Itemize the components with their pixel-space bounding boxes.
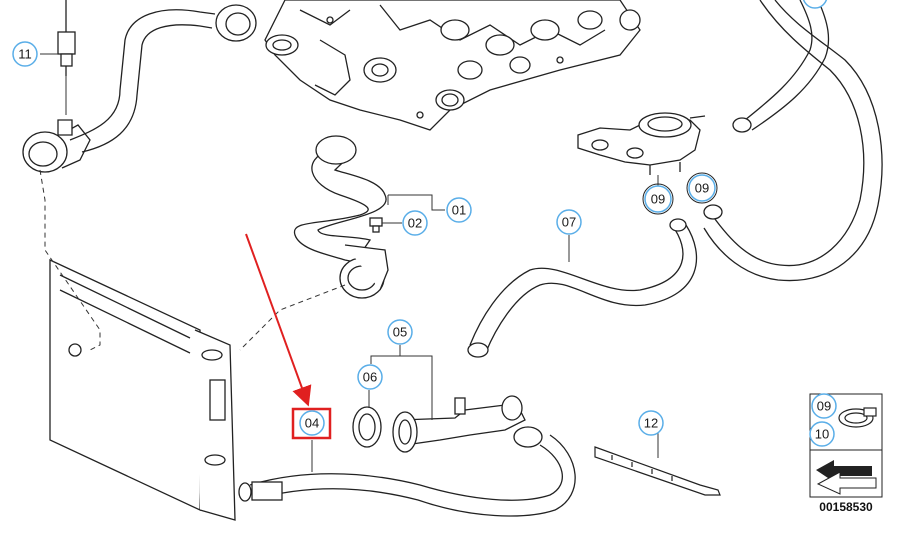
cable-tie-12: [594, 446, 721, 496]
radiator: [49, 258, 236, 521]
svg-text:10: 10: [815, 427, 829, 442]
callout-partial-top-right: [802, 0, 828, 9]
hose-clamp-icon: [838, 407, 877, 428]
svg-text:05: 05: [393, 325, 407, 340]
callout-10-legend[interactable]: 10: [809, 421, 835, 447]
highlight-box: [291, 407, 332, 440]
callout-09-right[interactable]: 09: [686, 172, 718, 204]
callout-09-left[interactable]: 09: [642, 183, 674, 215]
leader-lines: [39, 53, 659, 472]
svg-text:01: 01: [452, 203, 466, 218]
svg-text:11: 11: [18, 47, 32, 62]
callout-05[interactable]: 05: [387, 319, 413, 345]
engine-block: [264, 0, 641, 131]
legend-box: 09 10: [809, 393, 883, 498]
callout-01[interactable]: 01: [446, 197, 472, 223]
temperature-sensor: [57, 0, 76, 76]
svg-text:07: 07: [562, 215, 576, 230]
direction-arrow-icon: [816, 460, 877, 495]
callout-07[interactable]: 07: [556, 209, 582, 235]
bleed-screw-02: [369, 217, 383, 233]
o-ring-06: [352, 406, 382, 448]
callout-11[interactable]: 11: [12, 41, 38, 67]
svg-text:09: 09: [651, 192, 665, 207]
callout-06[interactable]: 06: [357, 364, 383, 390]
callout-12[interactable]: 12: [638, 410, 664, 436]
drawing-number: 00158530: [819, 500, 873, 514]
callout-09-legend[interactable]: 09: [811, 393, 837, 419]
expansion-tank-hose: [703, 0, 883, 282]
callout-02[interactable]: 02: [402, 210, 428, 236]
thermostat-housing: [577, 112, 706, 175]
svg-text:09: 09: [817, 399, 831, 414]
upper-radiator-hose: [22, 4, 257, 173]
coolant-hose-01: [293, 135, 389, 299]
svg-text:04: 04: [305, 416, 319, 431]
water-pipe-flange-05: [392, 395, 526, 453]
highlight-arrow: [245, 233, 312, 407]
callout-04[interactable]: 04: [291, 407, 332, 440]
svg-text:12: 12: [644, 416, 658, 431]
svg-text:06: 06: [363, 370, 377, 385]
svg-text:09: 09: [695, 181, 709, 196]
svg-text:02: 02: [408, 216, 422, 231]
hose-07: [467, 218, 698, 358]
lower-hose-04: [238, 426, 576, 517]
